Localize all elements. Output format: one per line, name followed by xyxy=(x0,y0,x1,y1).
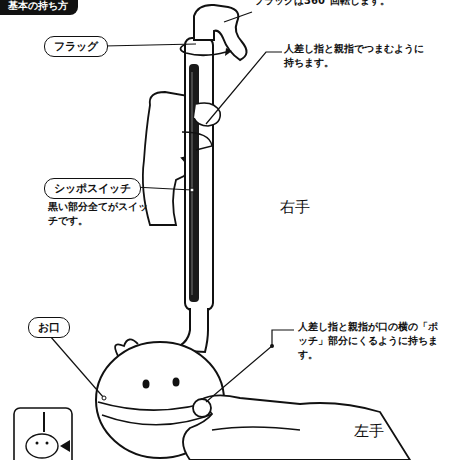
part-label-text: お口 xyxy=(38,320,60,335)
flag xyxy=(194,5,247,60)
note-text: 黒い部分全てがスイッチです。 xyxy=(48,200,148,228)
note-text: 人差し指と親指でつまむように持ちます。 xyxy=(284,42,424,70)
finger-line xyxy=(212,427,300,430)
leader-line xyxy=(50,336,104,398)
part-label-text: フラッグ xyxy=(54,39,98,54)
inset-eye xyxy=(46,442,49,445)
left-thumb xyxy=(193,399,211,417)
inset-eye xyxy=(36,442,39,445)
inset-arrow xyxy=(60,440,70,452)
hand-label: 右手 xyxy=(280,200,340,214)
stem xyxy=(185,38,213,310)
eye xyxy=(143,380,150,389)
switch-highlight xyxy=(192,72,193,295)
part-label-box: お口 xyxy=(28,317,70,338)
part-label-box: シッポスイッチ xyxy=(44,178,141,199)
note-text: フラッグは360°回転します。 xyxy=(254,0,454,8)
leader-dot xyxy=(102,396,106,400)
eye xyxy=(173,378,180,387)
rotation-arrow xyxy=(181,44,227,55)
leader-line xyxy=(224,12,252,22)
rotation-arrowhead xyxy=(225,48,232,56)
inset-frame xyxy=(14,408,72,460)
leader-line xyxy=(206,330,294,402)
leader-line xyxy=(134,187,192,190)
hand-label: 左手 xyxy=(354,424,414,438)
leader-dot xyxy=(270,344,274,348)
part-label-text: シッポスイッチ xyxy=(54,181,131,196)
inset-body xyxy=(26,434,58,458)
finger-line xyxy=(182,132,212,150)
leader-line xyxy=(104,44,196,46)
part-label-box: フラッグ xyxy=(44,36,108,57)
inset-stem xyxy=(43,412,45,432)
leader-line xyxy=(206,52,282,124)
note-text: 人差し指と親指が口の横の「ポッチ」部分にくるように持ちます。 xyxy=(298,320,438,362)
leader-dot xyxy=(190,188,194,192)
tail-switch xyxy=(189,64,199,302)
title-banner: 基本の持ち方 xyxy=(0,0,78,15)
